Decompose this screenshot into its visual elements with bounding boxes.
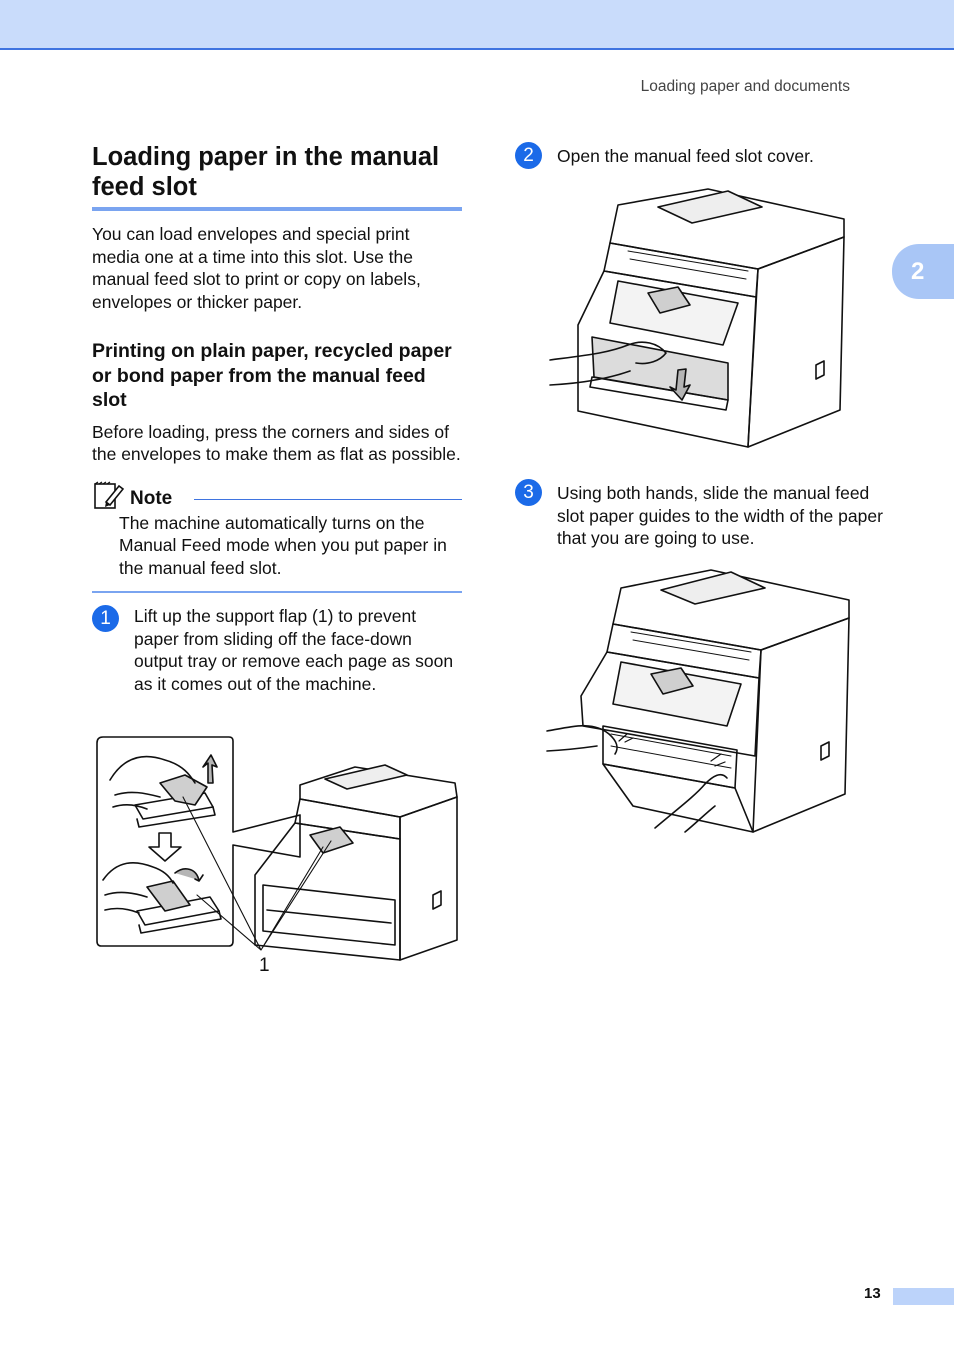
output-tray [609,280,739,346]
note-title: Note [130,487,173,509]
note-end-rule [92,591,462,593]
output-tray [612,661,742,727]
hand-upper [109,755,196,810]
hand [549,341,667,386]
hand-right [654,773,728,833]
support-flap-illustration [96,736,458,961]
flap-folded [146,880,191,912]
arrow-down-icon [148,832,182,862]
document-feeder [657,190,763,224]
page-number: 13 [864,1285,881,1302]
step-2: 2 Open the manual feed slot cover. [515,142,895,169]
curved-arrow-icon [174,868,204,882]
arrow-down-icon [669,368,691,401]
step-1-text: Lift up the support flap (1) to prevent … [134,606,454,694]
step-2-text: Open the manual feed slot cover. [557,146,814,166]
title-rule [92,207,462,211]
printer-side [399,796,458,961]
intro-paragraph: You can load envelopes and special print… [92,224,421,312]
inset-frame [96,736,301,947]
hand-lower [102,861,174,914]
open-cover-illustration [549,188,845,448]
left-column: Loading paper in the manual feed slot Yo… [92,142,462,695]
callout-1: 1 [259,955,270,976]
chapter-tab: 2 [892,244,954,299]
note-header: Note [92,478,462,510]
note-pencil-icon [94,480,124,509]
subsection-paragraph: Before loading, press the corners and si… [92,421,461,465]
step-3-number: 3 [515,479,542,506]
document-feeder [660,571,766,605]
step-3: 3 Using both hands, slide the manual fee… [515,479,895,550]
paper-tray [262,884,396,946]
printer-side [752,617,850,833]
step-3-text: Using both hands, slide the manual feed … [557,483,883,548]
chapter-number: 2 [911,257,925,285]
arrow-up-icon [202,754,218,784]
paper-guides-illustration [546,569,850,833]
printer-side [747,236,845,448]
note-box: Note The machine automatically turns on … [92,478,462,593]
support-flap [309,826,354,854]
flap-raised [159,774,208,806]
note-rule [194,498,462,500]
section-title: Loading paper in the manual feed slot [92,143,440,201]
note-body: The machine automatically turns on the M… [119,512,447,578]
header-band [0,0,954,50]
printer-front [254,822,401,961]
control-panel [294,798,401,840]
footer-band [893,1288,954,1305]
hand-left [546,724,618,755]
step-1-number: 1 [92,605,119,632]
running-head: Loading paper and documents [640,78,850,95]
subsection-title: Printing on plain paper, recycled paper … [92,340,452,411]
printer-front [580,651,760,757]
step-2-number: 2 [515,142,542,169]
step-1: 1 Lift up the support flap (1) to preven… [92,605,462,695]
printer-front [577,270,757,448]
